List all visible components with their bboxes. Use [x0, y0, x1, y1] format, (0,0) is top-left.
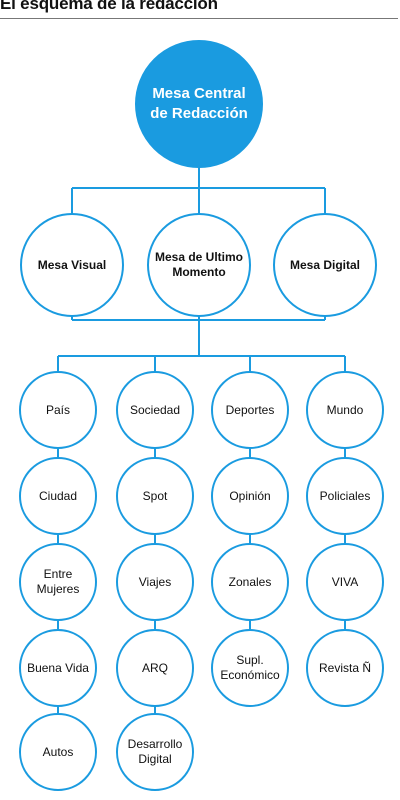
node-arq	[116, 629, 194, 707]
node-mesa-digital	[273, 213, 377, 317]
node-autos	[19, 713, 97, 791]
node-mesa-visual	[20, 213, 124, 317]
node-desarrollo-digital	[116, 713, 194, 791]
node-revista-n	[306, 629, 384, 707]
node-entre-mujeres	[19, 543, 97, 621]
node-pais	[19, 371, 97, 449]
node-sociedad	[116, 371, 194, 449]
node-viajes	[116, 543, 194, 621]
node-ciudad	[19, 457, 97, 535]
node-mesa-de-ultimo-momento	[147, 213, 251, 317]
node-deportes	[211, 371, 289, 449]
node-spot	[116, 457, 194, 535]
page-title: El esquema de la redacción	[0, 0, 218, 13]
node-mesa-central	[135, 40, 263, 168]
node-buena-vida	[19, 629, 97, 707]
node-zonales	[211, 543, 289, 621]
node-supl-economico	[211, 629, 289, 707]
node-viva	[306, 543, 384, 621]
node-policiales	[306, 457, 384, 535]
title-rule	[0, 18, 398, 19]
node-opinion	[211, 457, 289, 535]
node-mundo	[306, 371, 384, 449]
